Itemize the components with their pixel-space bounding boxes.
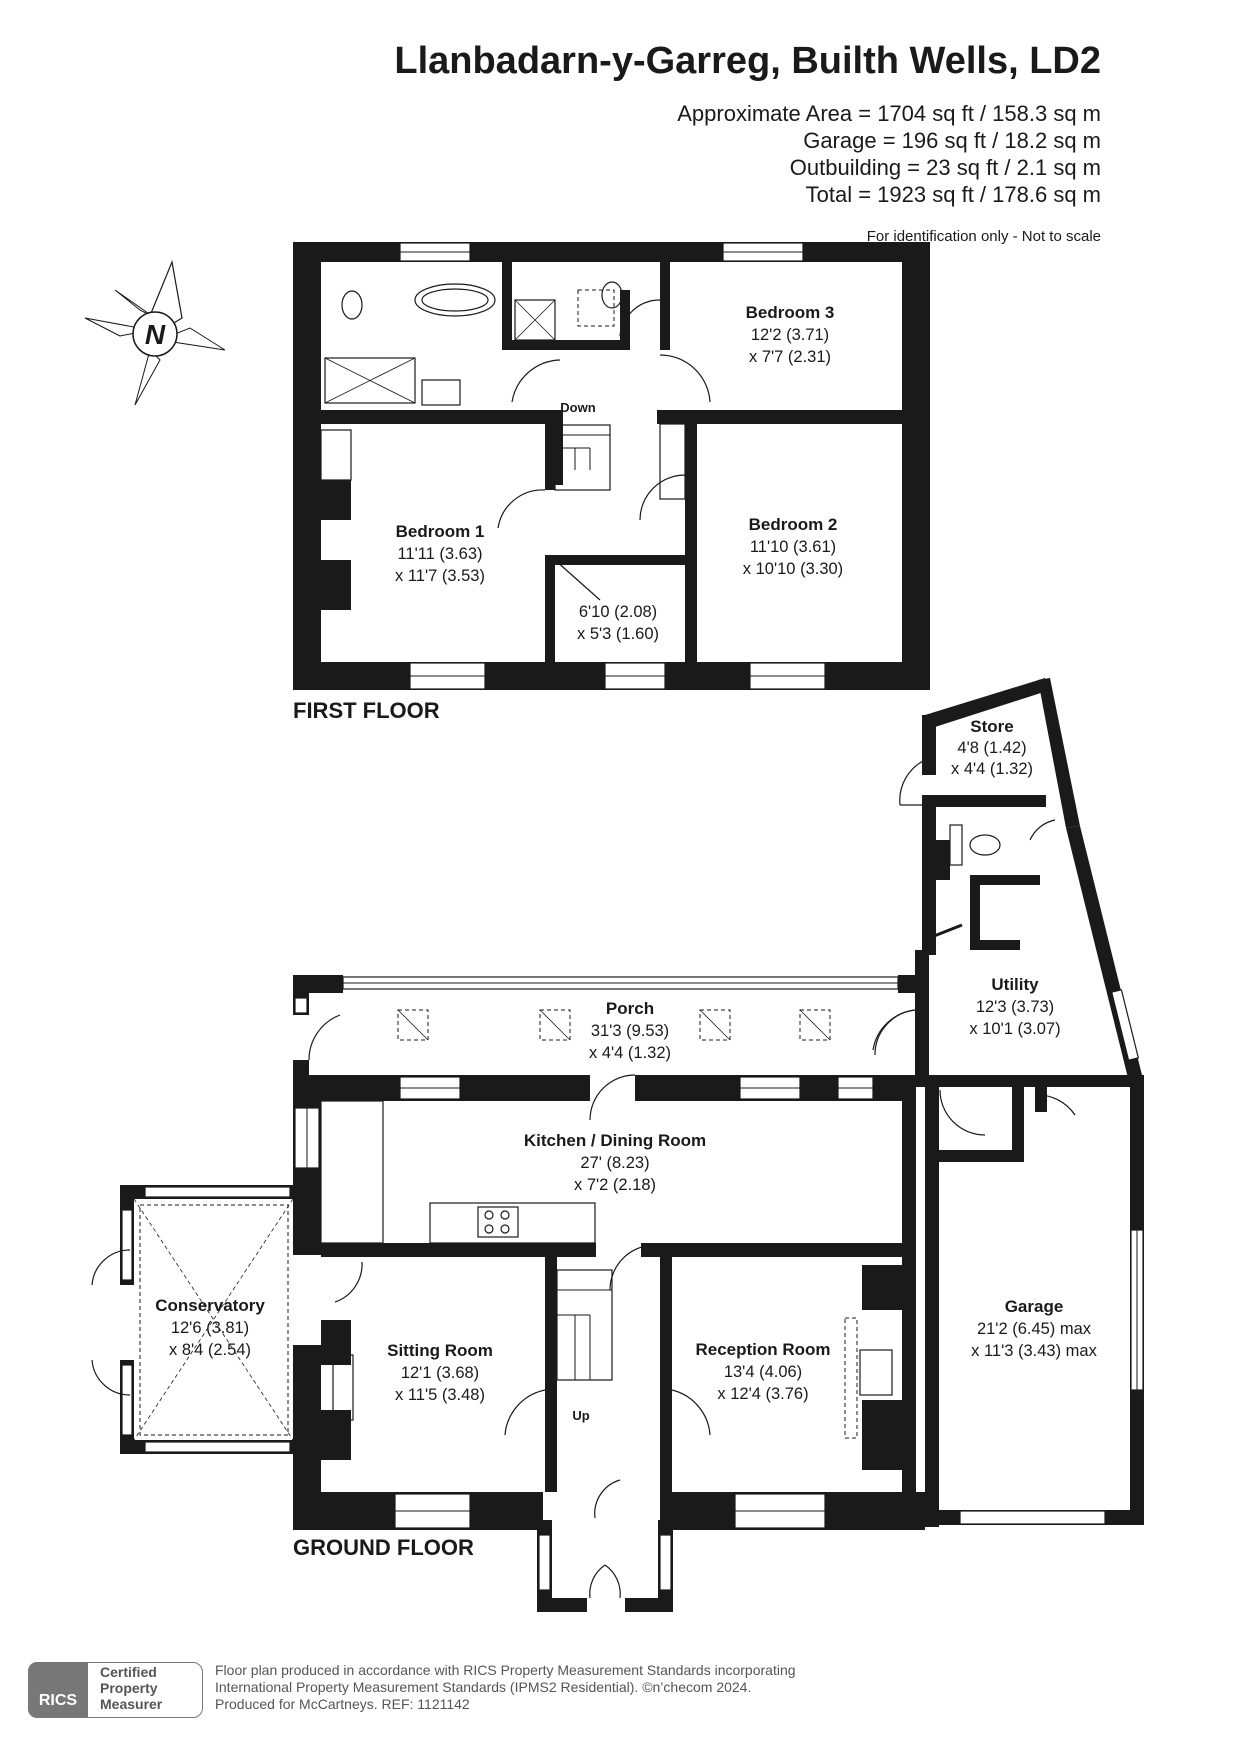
room-dim: x 5'3 (1.60) — [577, 625, 659, 643]
badge-line: Property — [100, 1680, 158, 1696]
room-dim: 31'3 (9.53) — [591, 1022, 669, 1040]
footer-disclaimer: Floor plan produced in accordance with R… — [215, 1662, 796, 1713]
area-line-garage: Garage = 196 sq ft / 18.2 sq m — [803, 128, 1101, 153]
stairs-down-label: Down — [560, 400, 595, 415]
footer-line: International Property Measurement Stand… — [215, 1679, 752, 1695]
compass-icon: N — [84, 259, 226, 406]
footer-line: Produced for McCartneys. REF: 1121142 — [215, 1696, 470, 1712]
room-store: Store 4'8 (1.42) x 4'4 (1.32) — [951, 717, 1033, 778]
footer-line: Floor plan produced in accordance with R… — [215, 1662, 796, 1678]
first-floor-label: FIRST FLOOR — [293, 698, 440, 723]
rics-logo-icon: RICS — [28, 1662, 88, 1718]
area-line-outbuilding: Outbuilding = 23 sq ft / 2.1 sq m — [789, 155, 1101, 180]
ground-floor-plan — [91, 975, 928, 1612]
room-bedroom3: Bedroom 3 12'2 (3.71) x 7'7 (2.31) — [746, 303, 835, 366]
room-dim: 12'3 (3.73) — [976, 998, 1054, 1016]
room-reception: Reception Room 13'4 (4.06) x 12'4 (3.76) — [695, 1340, 830, 1403]
room-dim: 27' (8.23) — [580, 1154, 649, 1172]
room-name: Utility — [991, 975, 1039, 994]
room-name: Bedroom 3 — [746, 303, 835, 322]
ground-floor-label: GROUND FLOOR — [293, 1535, 474, 1560]
room-conservatory: Conservatory 12'6 (3.81) x 8'4 (2.54) — [155, 1296, 265, 1359]
room-name: Bedroom 2 — [749, 515, 838, 534]
area-summary: Approximate Area = 1704 sq ft / 158.3 sq… — [677, 100, 1101, 208]
area-line-approx: Approximate Area = 1704 sq ft / 158.3 sq… — [677, 101, 1101, 126]
room-dim: x 11'3 (3.43) max — [971, 1342, 1097, 1360]
identification-note: For identification only - Not to scale — [866, 228, 1101, 245]
first-floor-plan — [293, 242, 930, 690]
room-dim: 13'4 (4.06) — [724, 1363, 802, 1381]
room-landing-cupboard: 6'10 (2.08) x 5'3 (1.60) — [577, 603, 659, 643]
room-dim: 12'1 (3.68) — [401, 1364, 479, 1382]
room-dim: 21'2 (6.45) max — [977, 1320, 1092, 1338]
room-dim: 6'10 (2.08) — [579, 603, 657, 621]
room-sitting: Sitting Room 12'1 (3.68) x 11'5 (3.48) — [387, 1341, 493, 1404]
rics-badge-text: Certified Property Measurer — [100, 1664, 162, 1712]
room-name: Porch — [606, 999, 654, 1018]
room-dim: x 4'4 (1.32) — [951, 760, 1033, 778]
room-dim: 11'11 (3.63) — [397, 545, 482, 563]
room-dim: x 4'4 (1.32) — [589, 1044, 671, 1062]
room-dim: 11'10 (3.61) — [750, 538, 836, 556]
room-kitchen-dining: Kitchen / Dining Room 27' (8.23) x 7'2 (… — [524, 1131, 706, 1194]
room-dim: 12'6 (3.81) — [171, 1319, 249, 1337]
room-dim: x 11'5 (3.48) — [395, 1386, 485, 1404]
room-dim: x 11'7 (3.53) — [395, 567, 485, 585]
badge-line: Certified — [100, 1664, 157, 1680]
room-dim: x 7'7 (2.31) — [749, 348, 831, 366]
compass-letter: N — [145, 319, 166, 350]
badge-line: Measurer — [100, 1696, 163, 1712]
page-title: Llanbadarn-y-Garreg, Builth Wells, LD2 — [394, 40, 1101, 82]
room-dim: 12'2 (3.71) — [751, 326, 829, 344]
area-line-total: Total = 1923 sq ft / 178.6 sq m — [805, 182, 1101, 207]
room-dim: x 10'10 (3.30) — [743, 560, 843, 578]
room-name: Reception Room — [695, 1340, 830, 1359]
room-bedroom2: Bedroom 2 11'10 (3.61) x 10'10 (3.30) — [743, 515, 843, 578]
room-name: Sitting Room — [387, 1341, 493, 1360]
room-garage: Garage 21'2 (6.45) max x 11'3 (3.43) max — [971, 1297, 1097, 1360]
room-name: Garage — [1005, 1297, 1064, 1316]
room-name: Store — [970, 717, 1013, 736]
room-utility: Utility 12'3 (3.73) x 10'1 (3.07) — [969, 975, 1060, 1038]
room-dim: x 8'4 (2.54) — [169, 1341, 251, 1359]
room-dim: x 10'1 (3.07) — [969, 1020, 1060, 1038]
room-dim: x 12'4 (3.76) — [717, 1385, 808, 1403]
room-name: Conservatory — [155, 1296, 265, 1315]
room-bedroom1: Bedroom 1 11'11 (3.63) x 11'7 (3.53) — [395, 522, 485, 585]
room-name: Bedroom 1 — [396, 522, 485, 541]
stairs-up-label: Up — [572, 1408, 589, 1423]
room-dim: 4'8 (1.42) — [957, 739, 1026, 757]
room-name: Kitchen / Dining Room — [524, 1131, 706, 1150]
room-porch: Porch 31'3 (9.53) x 4'4 (1.32) — [589, 999, 671, 1062]
room-dim: x 7'2 (2.18) — [574, 1176, 656, 1194]
